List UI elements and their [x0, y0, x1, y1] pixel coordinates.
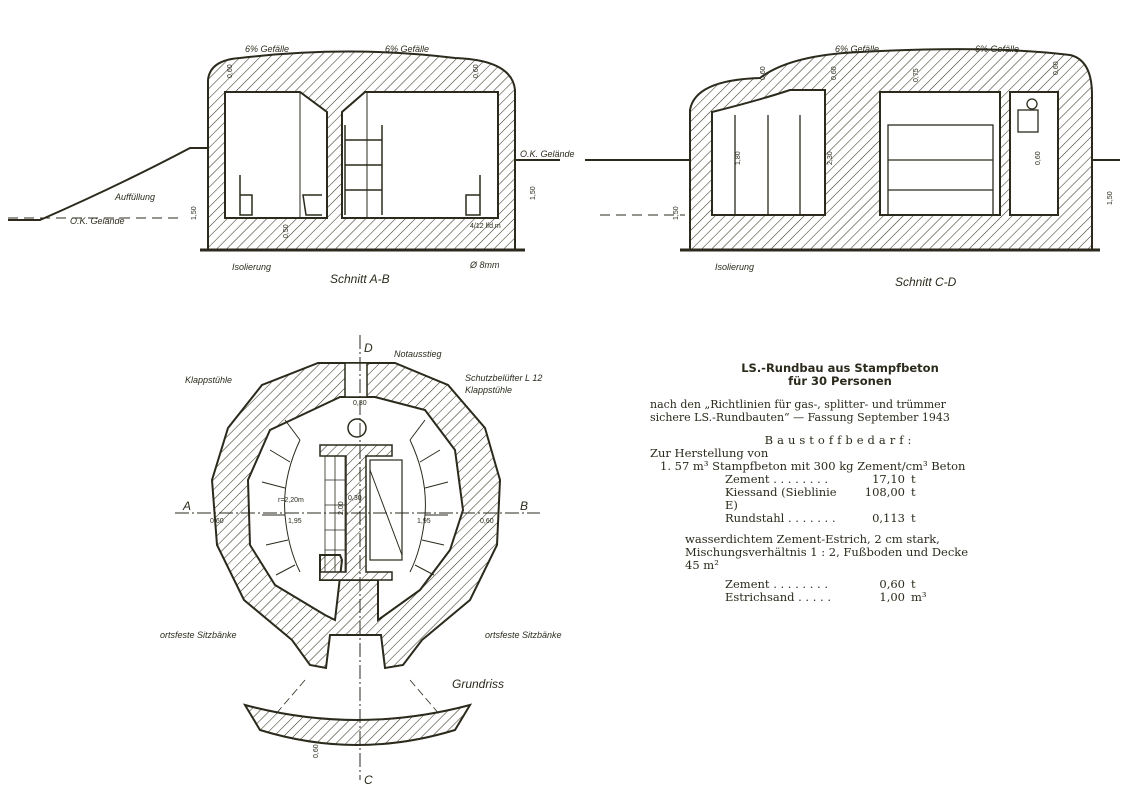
cd-dim: 0,60: [1053, 61, 1060, 75]
ab-slope-right: 6% Gefälle: [385, 44, 429, 54]
plan-dim: 1,95: [417, 518, 431, 525]
info-block: LS.-Rundbau aus Stampfbeton für 30 Perso…: [650, 362, 1030, 604]
axis-c-label: C: [364, 773, 373, 787]
emergency-exit-label: Notausstieg: [394, 349, 442, 359]
item1-text: 1. 57 m³ Stampfbeton mit 300 kg Zement/c…: [660, 459, 966, 473]
ventilator-icon: [347, 418, 367, 438]
info-source-1: nach den „Richtlinien für gas-, splitter…: [650, 398, 946, 411]
cd-dim: 0,75: [913, 68, 920, 82]
radius-label: r=2,20m: [278, 497, 304, 504]
axis-b-label: B: [520, 499, 528, 513]
cd-slope-right: 6% Gefälle: [975, 44, 1019, 54]
benches-left-label: ortsfeste Sitzbänke: [160, 630, 237, 640]
cd-dim: 0,60: [760, 66, 767, 80]
axis-a-label: A: [182, 499, 191, 513]
item2-line-3: 45 m²: [685, 558, 719, 572]
ab-title: Schnitt A-B: [330, 272, 390, 286]
folding-chairs-left-label: Klappstühle: [185, 375, 232, 385]
section-ab: [8, 50, 560, 252]
benches-right-label: ortsfeste Sitzbänke: [485, 630, 562, 640]
info-title-2: für 30 Personen: [788, 374, 892, 388]
blast-wall: [242, 703, 473, 746]
benches: [239, 175, 481, 216]
ab-dim: 1,50: [191, 206, 198, 220]
cd-slope-left: 6% Gefälle: [835, 44, 879, 54]
cd-dim: 0,60: [831, 66, 838, 80]
folding-chairs-right-label: Klappstühle: [465, 385, 512, 395]
ventilator-label: Schutzbelüfter L 12: [465, 373, 542, 383]
cd-insulation: Isolierung: [715, 262, 754, 272]
ab-shell: [207, 50, 516, 251]
ab-ground-right: O.K. Gelände: [520, 149, 575, 159]
plan-dim: 0,30: [348, 495, 362, 502]
item2-line-2: Mischungsverhältnis 1 : 2, Fußboden und …: [685, 545, 969, 559]
ab-dim: 0,60: [473, 64, 480, 78]
info-source-2: sichere LS.-Rundbauten“ — Fassung Septem…: [650, 411, 950, 424]
ab-slope-left: 6% Gefälle: [245, 44, 289, 54]
plan-dim: 1,95: [288, 518, 302, 525]
item2-line-1: wasserdichtem Zement-Estrich, 2 cm stark…: [685, 532, 940, 546]
ab-insulation: Isolierung: [232, 262, 271, 272]
materials-intro: Zur Herstellung von: [650, 446, 769, 460]
plan-dim: 0,30: [353, 400, 367, 407]
fill-embankment: [8, 147, 208, 221]
info-title-1: LS.-Rundbau aus Stampfbeton: [741, 361, 939, 375]
plan-title: Grundriss: [452, 677, 504, 691]
ab-rebar: Ø 8mm: [469, 260, 500, 270]
plan-dim: 0,60: [480, 518, 494, 525]
bench-segments: [261, 419, 449, 576]
ab-dim: 1,50: [530, 186, 537, 200]
section-cd: [585, 48, 1120, 252]
cd-dim: 1,80: [735, 151, 742, 165]
plan-dim: 0,60: [313, 744, 320, 758]
cd-shell: [689, 48, 1093, 251]
floor-plan: [175, 335, 540, 780]
materials-heading: Baustoffbedarf:: [764, 433, 916, 447]
cd-title: Schnitt C-D: [895, 275, 957, 289]
cd-dim: 1,50: [1107, 191, 1114, 205]
cd-dim: 0,60: [1035, 151, 1042, 165]
ab-dim: 0,50: [283, 224, 290, 238]
plan-dim: 2,00: [338, 501, 345, 515]
plan-shell: [210, 362, 502, 670]
axis-d-label: D: [364, 341, 373, 355]
ab-ground-left: O.K. Gelände: [70, 216, 125, 226]
ab-rebar-spacing: 4/12 lfd.m: [470, 223, 501, 230]
cd-dim: 1,50: [673, 206, 680, 220]
ab-fill-label: Auffüllung: [114, 192, 155, 202]
ab-dim: 0,60: [227, 64, 234, 78]
plan-dim: 0,60: [210, 518, 224, 525]
ladder: [344, 125, 383, 215]
cd-dim: 2,30: [827, 151, 834, 165]
